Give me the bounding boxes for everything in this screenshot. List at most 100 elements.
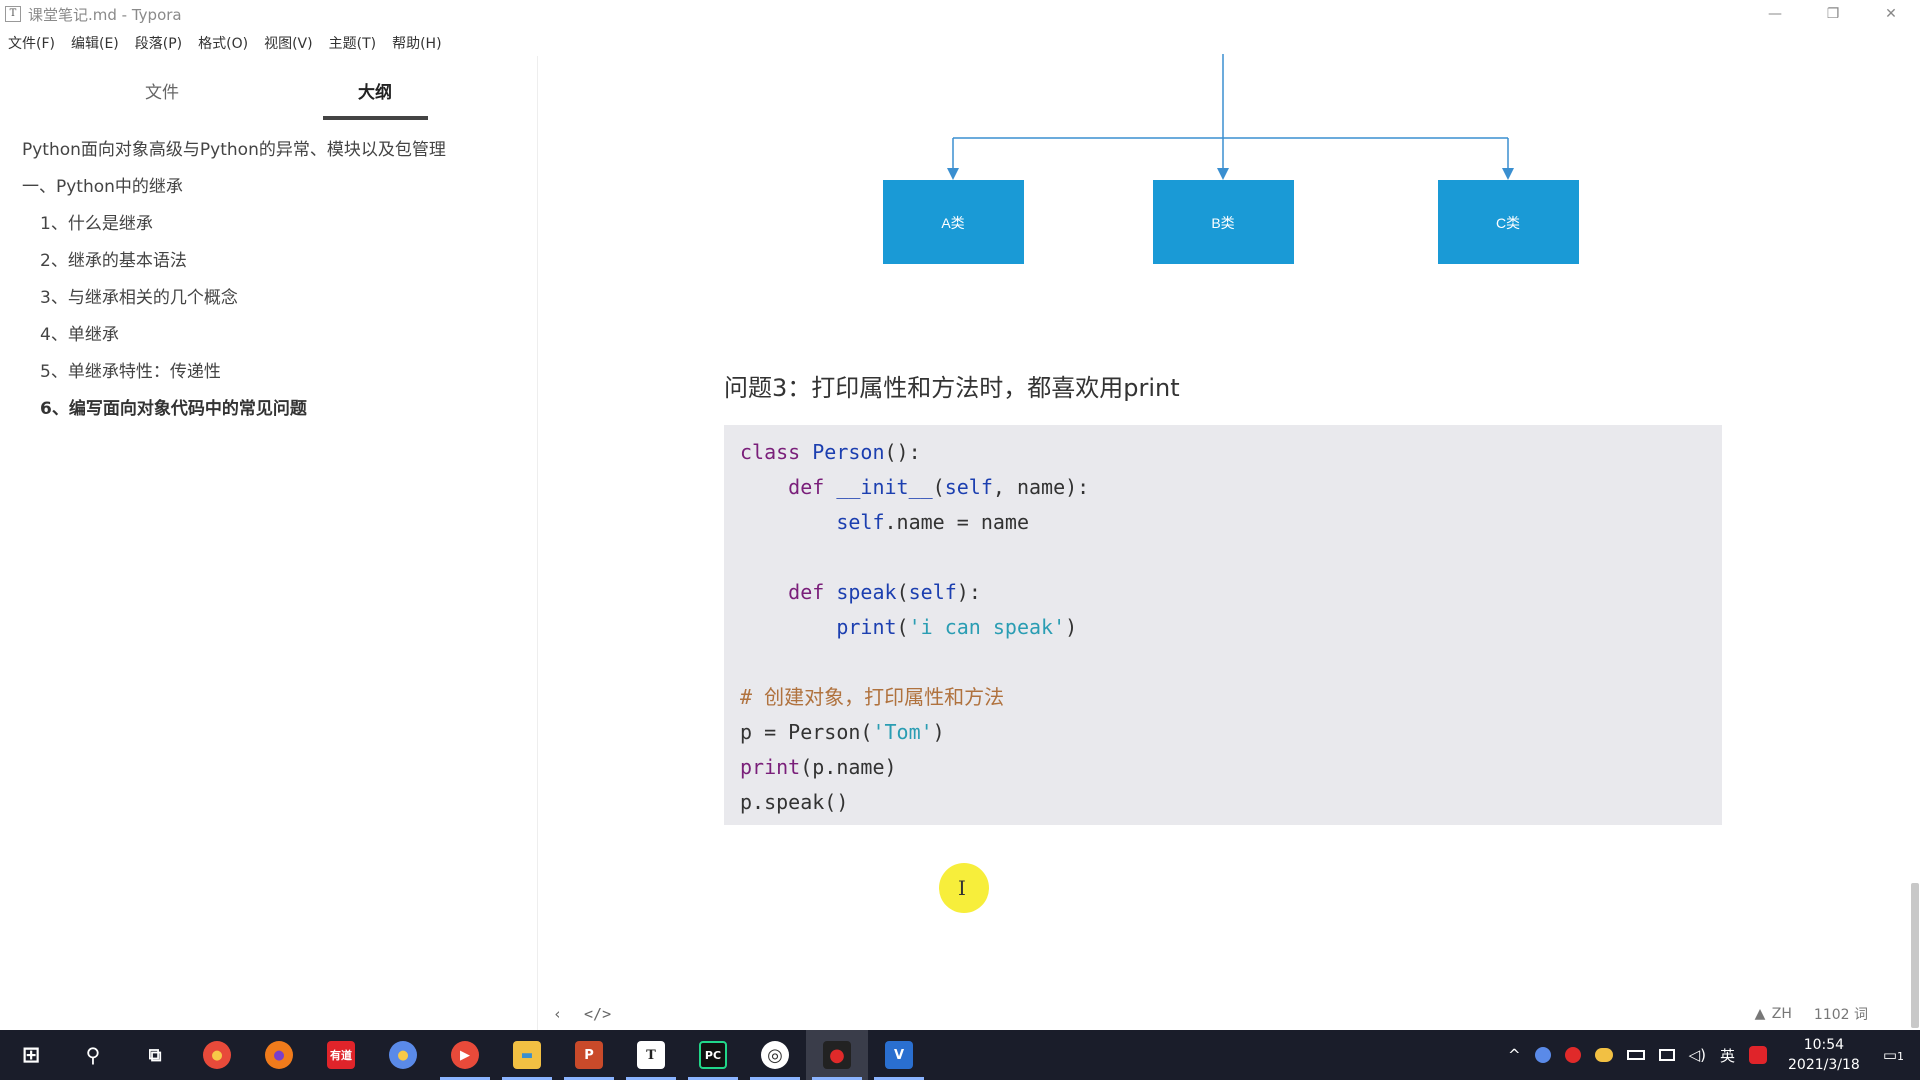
outline-item[interactable]: 5、单继承特性：传递性 <box>40 362 221 382</box>
code-indent <box>740 510 836 534</box>
code-text: ( <box>932 475 945 499</box>
taskbar-app[interactable]: ▶ <box>434 1030 496 1080</box>
code-self: self <box>908 580 957 604</box>
pycharm-icon: PC <box>699 1041 727 1069</box>
code-block[interactable]: class Person(): def __init__(self, name)… <box>724 425 1722 825</box>
taskbar-app[interactable]: ▬ <box>496 1030 558 1080</box>
outline-item[interactable]: 3、与继承相关的几个概念 <box>40 288 238 308</box>
inheritance-diagram: A类 B类 C类 <box>883 54 1579 264</box>
code-string: 'i can speak' <box>908 615 1066 639</box>
editor-scrollbar[interactable] <box>1908 28 1920 1030</box>
outline-item[interactable]: 1、什么是继承 <box>40 214 153 234</box>
outline-item[interactable]: Python面向对象高级与Python的异常、模块以及包管理 <box>22 140 446 160</box>
tray-chevron-icon[interactable]: ^ <box>1508 1046 1521 1064</box>
cursor-highlight <box>939 863 989 913</box>
title-bar: T 课堂笔记.md - Typora — ❐ ✕ <box>0 0 1920 28</box>
code-line: def __init__(self, name): <box>724 470 1722 505</box>
scrollbar-thumb[interactable] <box>1911 883 1919 1028</box>
chrome-icon: ● <box>203 1041 231 1069</box>
taskbar-app[interactable]: P <box>558 1030 620 1080</box>
code-indent <box>740 580 788 604</box>
code-line-blank <box>724 540 1722 575</box>
menu-format[interactable]: 格式(O) <box>198 36 249 52</box>
file-explorer-icon: ▬ <box>513 1041 541 1069</box>
arrowhead-b <box>1217 168 1229 180</box>
diagram-connectors <box>952 54 1509 174</box>
tray-cloud-icon[interactable] <box>1594 1048 1613 1062</box>
taskbar-app[interactable]: ● <box>806 1030 868 1080</box>
sidebar: 文件 大纲 Python面向对象高级与Python的异常、模块以及包管理 一、P… <box>0 56 538 1030</box>
obs-icon: ◎ <box>761 1041 789 1069</box>
typora-icon: T <box>637 1041 665 1069</box>
class-box-c <box>1438 180 1579 264</box>
sidebar-tabs: 文件 大纲 <box>0 56 538 120</box>
tray-network-icon[interactable] <box>1658 1049 1675 1061</box>
tray-sogou-icon[interactable] <box>1749 1046 1768 1064</box>
tray-clock[interactable]: 10:54 2021/3/18 <box>1788 1035 1860 1075</box>
record-icon: ● <box>823 1041 851 1069</box>
close-button[interactable]: ✕ <box>1885 6 1897 22</box>
status-right: ▲ ZH 1102 词 <box>1733 1004 1868 1024</box>
outline-item[interactable]: 2、继承的基本语法 <box>40 251 187 271</box>
menu-edit[interactable]: 编辑(E) <box>70 36 119 52</box>
start-icon[interactable]: ⊞ <box>0 1030 62 1080</box>
window-title: 课堂笔记.md - Typora <box>28 5 182 24</box>
tab-outline[interactable]: 大纲 <box>358 83 392 103</box>
search-icon[interactable]: ⚲ <box>62 1030 124 1080</box>
code-indent <box>740 475 788 499</box>
menu-help[interactable]: 帮助(H) <box>392 36 442 52</box>
code-text: .name = name <box>884 510 1030 534</box>
menu-file[interactable]: 文件(F) <box>8 36 55 52</box>
tab-files[interactable]: 文件 <box>145 83 179 103</box>
clock-time: 10:54 <box>1803 1037 1845 1053</box>
code-text: p = Person( <box>740 720 873 744</box>
active-tab-indicator <box>323 116 428 120</box>
windows-taskbar: ⊞ ⚲ ⧉ ● ● 有道 ● ▶ ▬ P T PC ◎ ● V ^ ◁) 英 1… <box>0 1030 1920 1080</box>
tray-volume-icon[interactable]: ◁) <box>1688 1046 1706 1064</box>
outline-item-active[interactable]: 6、编写面向对象代码中的常见问题 <box>40 399 307 419</box>
code-self: self <box>836 510 885 534</box>
editor-area[interactable]: A类 B类 C类 问题3：打印属性和方法时，都喜欢用print class Pe… <box>539 28 1908 1030</box>
minimize-button[interactable]: — <box>1768 6 1782 22</box>
taskbar-app[interactable]: ● <box>248 1030 310 1080</box>
taskbar-app[interactable]: PC <box>682 1030 744 1080</box>
tray-ime-label[interactable]: 英 <box>1720 1046 1736 1065</box>
toggle-sidebar-icon[interactable]: ‹ <box>553 1005 563 1023</box>
tray-battery-icon[interactable] <box>1626 1050 1645 1060</box>
code-text: , name): <box>992 475 1090 499</box>
youdao-icon: 有道 <box>327 1041 355 1069</box>
class-box-b-label: B类 <box>1211 215 1234 231</box>
question-heading[interactable]: 问题3：打印属性和方法时，都喜欢用print <box>724 374 1180 402</box>
text-cursor-icon: I <box>958 876 966 900</box>
notification-center-icon[interactable]: ▭1 <box>1882 1046 1904 1064</box>
arrowhead-a <box>947 168 959 180</box>
code-text: ( <box>896 615 909 639</box>
menu-view[interactable]: 视图(V) <box>264 36 313 52</box>
outline-item[interactable]: 一、Python中的继承 <box>22 177 183 197</box>
taskbar-app[interactable]: 有道 <box>310 1030 372 1080</box>
taskbar-app[interactable]: ● <box>372 1030 434 1080</box>
tray-record-icon[interactable] <box>1564 1047 1581 1063</box>
menu-theme[interactable]: 主题(T) <box>328 36 377 52</box>
code-text: ): <box>956 580 981 604</box>
taskbar-app[interactable]: V <box>868 1030 930 1080</box>
word-count[interactable]: 1102 词 <box>1813 1007 1868 1023</box>
vscode-icon: V <box>885 1041 913 1069</box>
menu-bar: 文件(F) 编辑(E) 段落(P) 格式(O) 视图(V) 主题(T) 帮助(H… <box>0 30 458 56</box>
diagram-arrowheads <box>947 168 1514 180</box>
task-view-glyph-icon: ⧉ <box>148 1044 162 1066</box>
taskbar-app[interactable]: T <box>620 1030 682 1080</box>
source-code-mode-icon[interactable]: </> <box>584 1005 612 1023</box>
notification-count: 1 <box>1897 1050 1904 1063</box>
menu-paragraph[interactable]: 段落(P) <box>134 36 183 52</box>
code-line: self.name = name <box>724 505 1722 540</box>
taskbar-app[interactable]: ● <box>186 1030 248 1080</box>
code-text: ) <box>932 720 945 744</box>
tray-pause-icon[interactable] <box>1534 1047 1551 1063</box>
clock-date: 2021/3/18 <box>1788 1057 1860 1073</box>
outline-item[interactable]: 4、单继承 <box>40 325 119 345</box>
spellcheck-lang[interactable]: ▲ ZH <box>1754 1006 1792 1022</box>
maximize-button[interactable]: ❐ <box>1826 6 1840 22</box>
task-view-icon[interactable]: ⧉ <box>124 1030 186 1080</box>
taskbar-app[interactable]: ◎ <box>744 1030 806 1080</box>
